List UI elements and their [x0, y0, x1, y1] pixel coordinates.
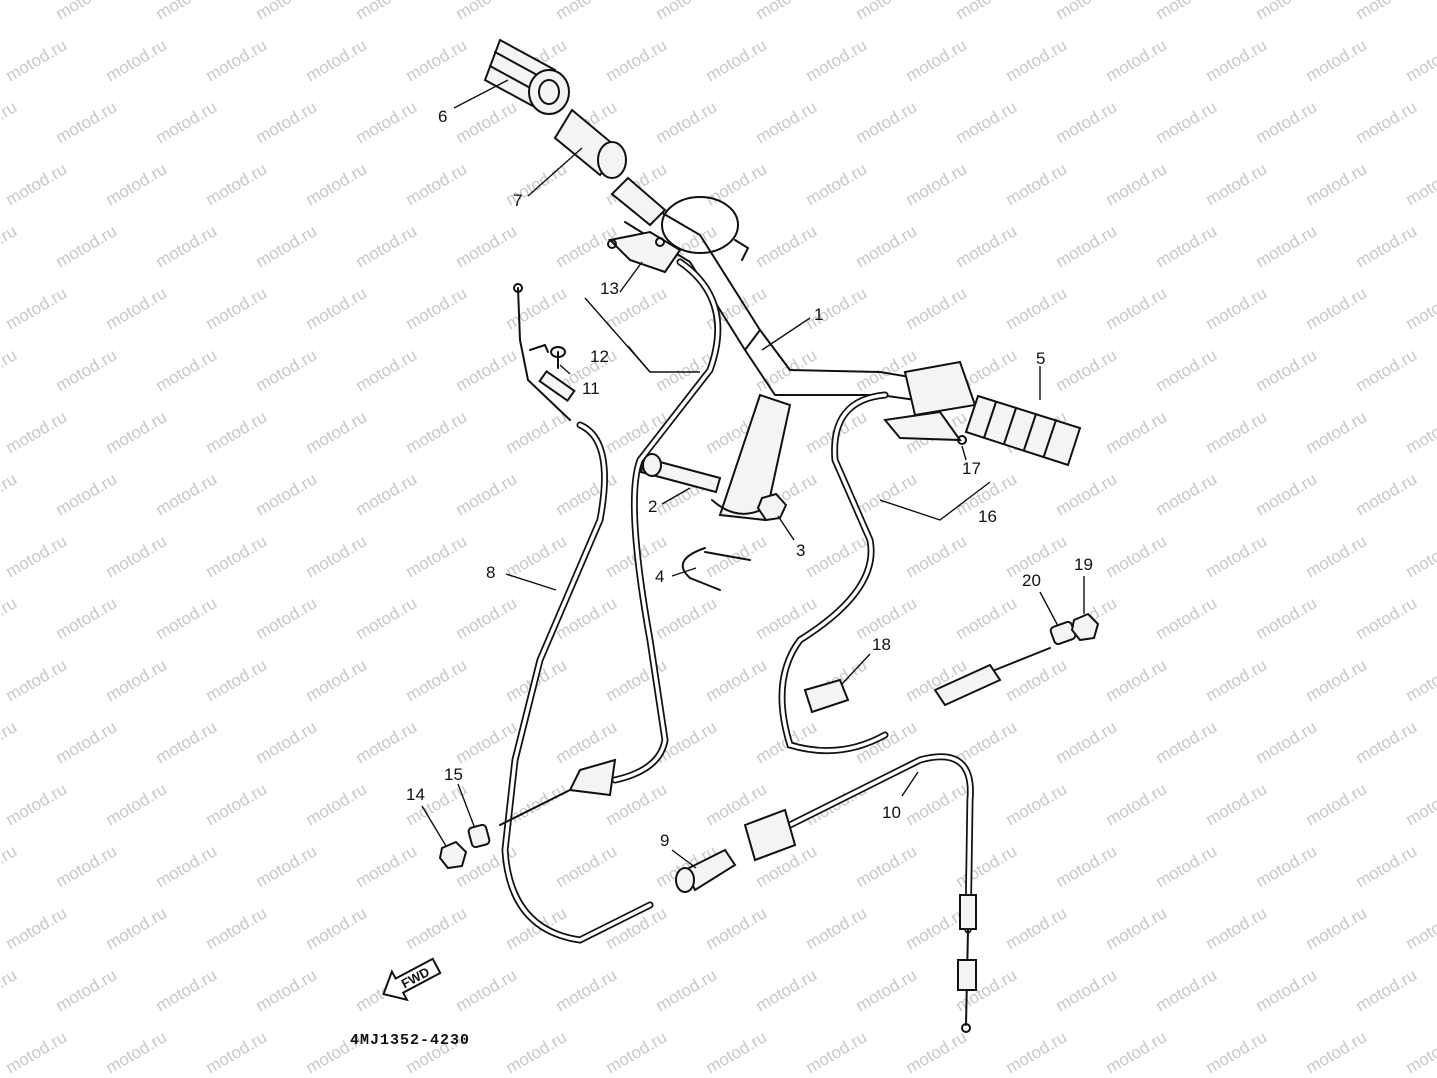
cable-holder-18: [803, 678, 850, 714]
leader-lines: [421, 79, 1085, 869]
callout-18: 18: [872, 635, 891, 654]
collar-15: [467, 823, 491, 849]
callout-9: 9: [660, 831, 669, 850]
throttle-tube: [553, 108, 739, 254]
callout-20: 20: [1022, 571, 1041, 590]
callout-14: 14: [406, 785, 425, 804]
lower-cable: [743, 753, 977, 1033]
callout-3: 3: [796, 541, 805, 560]
front-brake-cable: [499, 258, 722, 826]
callout-2: 2: [648, 497, 657, 516]
callout-13: 13: [600, 279, 619, 298]
rear-brake-cable: [778, 391, 1051, 755]
right-switch: [883, 360, 977, 445]
cable-clip: [681, 547, 751, 591]
throttle-cable: [501, 283, 654, 944]
callout-8: 8: [486, 563, 495, 582]
screw-11: [529, 344, 566, 369]
holder-bolt: [639, 453, 722, 494]
left-grip: [483, 38, 570, 115]
callout-12: 12: [590, 347, 609, 366]
callout-11: 11: [582, 379, 600, 398]
nut-19: [1070, 612, 1100, 642]
callout-7: 7: [513, 191, 522, 210]
callout-17: 17: [962, 459, 981, 478]
left-lever-holder: [607, 230, 749, 274]
callout-19: 19: [1074, 555, 1093, 574]
callout-6: 6: [438, 107, 447, 126]
nut-14: [438, 840, 468, 870]
callout-5: 5: [1036, 349, 1045, 368]
handlebar: [624, 199, 941, 522]
callout-15: 15: [444, 765, 463, 784]
callout-16: 16: [978, 507, 997, 526]
right-grip: [964, 394, 1082, 467]
callout-10: 10: [882, 803, 901, 822]
callout-1: 1: [814, 305, 823, 324]
callout-4: 4: [655, 567, 664, 586]
callout-labels: 6 7 1 13 12 11 5 17 2 16 3 4 8 20 19 18 …: [406, 107, 1093, 850]
diagram-part-code: 4MJ1352-4230: [350, 1032, 470, 1049]
cable-adjuster: [675, 848, 737, 893]
